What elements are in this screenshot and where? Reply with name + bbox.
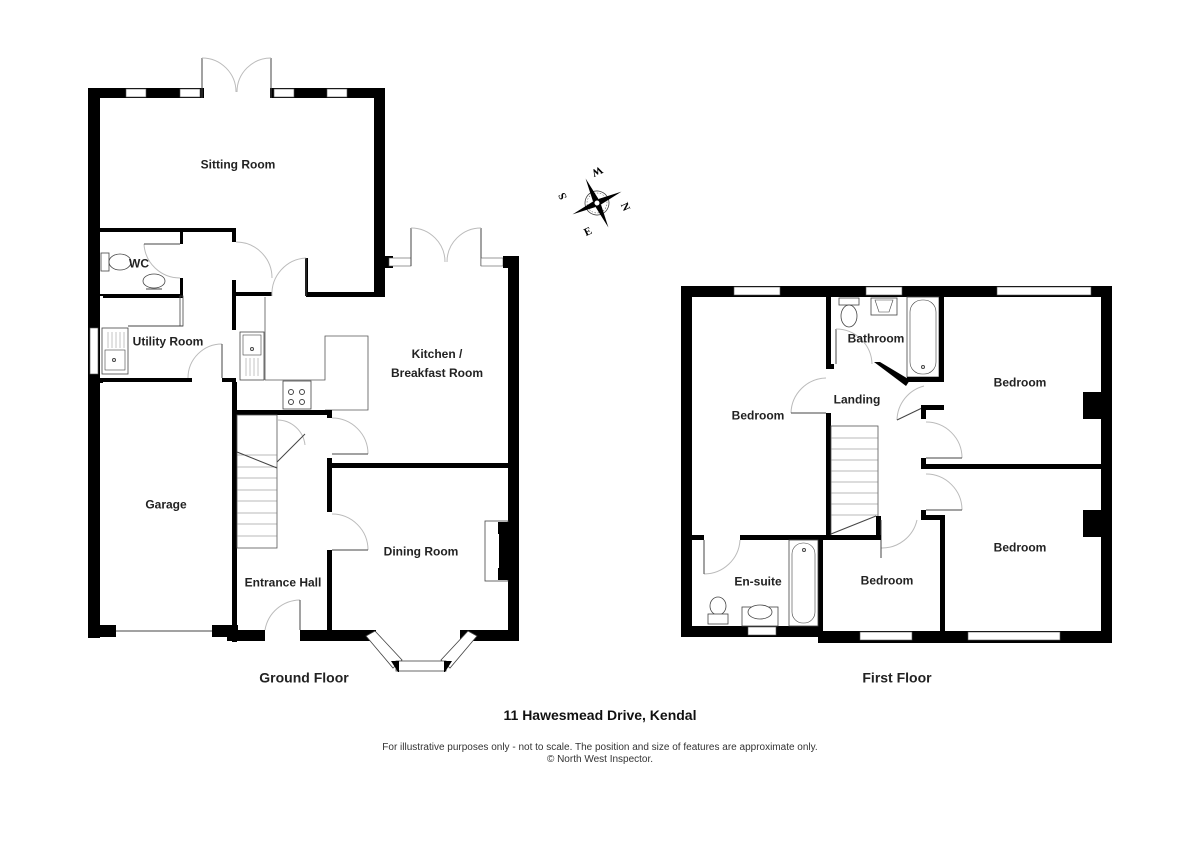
disclaimer-block: For illustrative purposes only - not to … xyxy=(0,742,1200,766)
room-label-bedroom-bottom-right: Bedroom xyxy=(993,540,1047,555)
room-label-garage: Garage xyxy=(145,497,187,512)
disclaimer-text: For illustrative purposes only - not to … xyxy=(382,742,818,753)
kitchen-label-line1: Kitchen / xyxy=(411,347,463,361)
room-label-bedroom-left: Bedroom xyxy=(731,408,785,423)
room-label-wc: WC xyxy=(129,256,149,271)
room-label-dining-room: Dining Room xyxy=(383,544,459,559)
room-label-bathroom: Bathroom xyxy=(847,331,905,346)
room-label-utility-room: Utility Room xyxy=(132,334,204,349)
kitchen-label-line2: Breakfast Room xyxy=(390,366,484,380)
first-floor-plan xyxy=(681,286,1112,643)
property-title: 11 Hawesmead Drive, Kendal xyxy=(503,707,697,723)
ground-floor-label: Ground Floor xyxy=(259,669,349,686)
room-label-bedroom-small: Bedroom xyxy=(860,573,914,588)
ground-floor-plan xyxy=(88,57,519,672)
room-label-bedroom-top-right: Bedroom xyxy=(993,375,1047,390)
room-label-entrance-hall: Entrance Hall xyxy=(244,575,322,590)
copyright-text: © North West Inspector. xyxy=(546,754,654,765)
first-floor-label: First Floor xyxy=(862,669,932,686)
room-label-kitchen-breakfast-room: Kitchen / Breakfast Room xyxy=(391,345,483,383)
room-label-landing: Landing xyxy=(833,392,881,407)
room-label-sitting-room: Sitting Room xyxy=(200,157,276,172)
compass-rose-icon xyxy=(572,178,622,228)
room-label-ensuite: En-suite xyxy=(734,574,782,589)
